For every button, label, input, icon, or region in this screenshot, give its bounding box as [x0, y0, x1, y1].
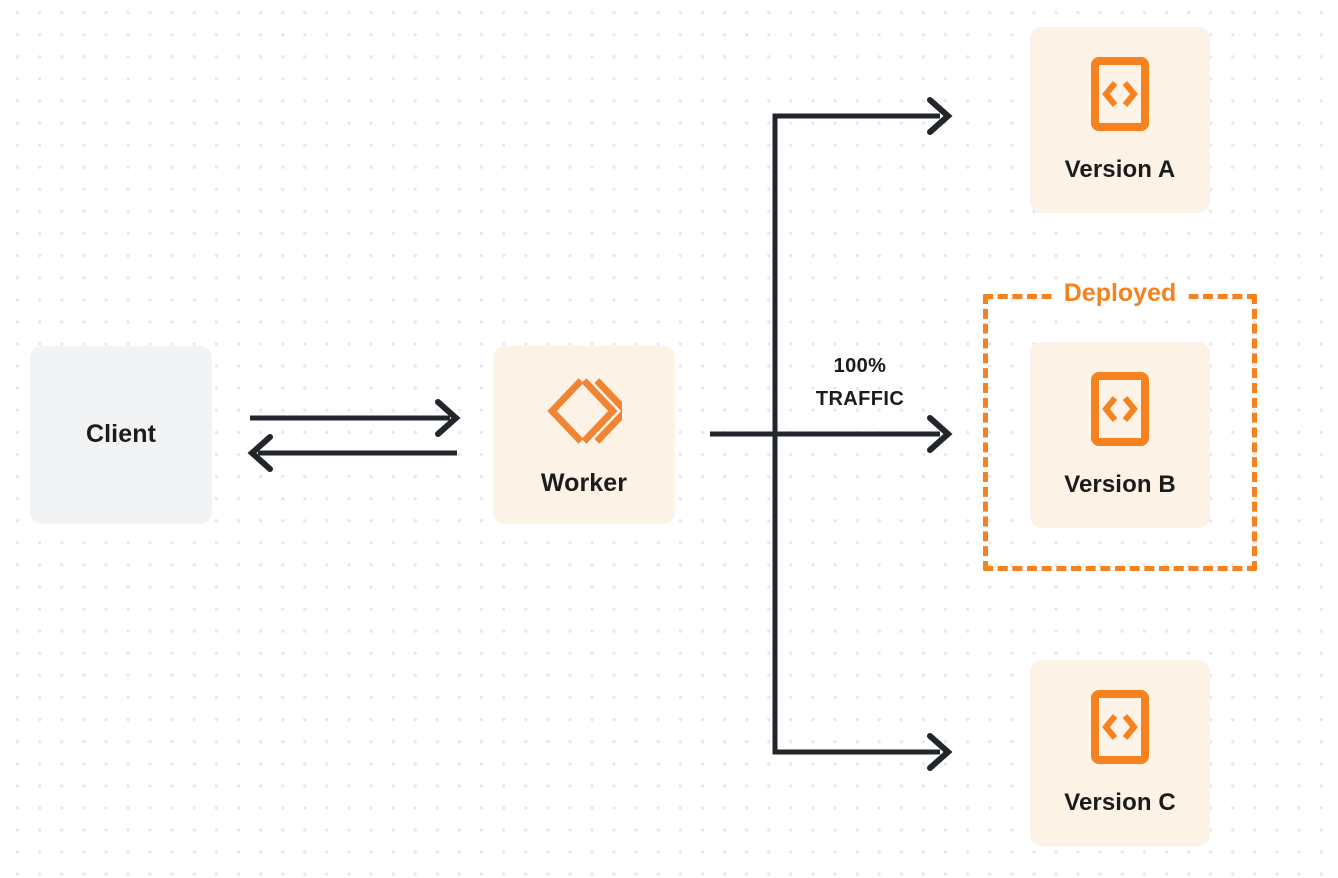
version-a-node[interactable]: Version A [1030, 27, 1210, 213]
worker-label: Worker [540, 468, 628, 497]
version-c-label: Version C [1064, 789, 1176, 817]
code-file-icon [1090, 56, 1150, 137]
code-file-icon [1090, 689, 1150, 770]
arrow-worker-to-client [247, 434, 457, 472]
deployed-group: Deployed [983, 281, 1257, 571]
arrow-to-version-b [710, 415, 953, 453]
traffic-word: TRAFFIC [815, 388, 905, 410]
version-c-node[interactable]: Version C [1030, 660, 1210, 846]
traffic-percent: 100% [833, 355, 887, 377]
deployed-group-label: Deployed [1051, 281, 1189, 306]
arrow-client-to-worker [250, 399, 461, 437]
client-label: Client [85, 420, 157, 449]
version-b-node[interactable]: Version B [1030, 342, 1210, 528]
arrow-to-version-a [773, 97, 953, 135]
arrow-to-version-c [773, 733, 953, 771]
cloudflare-workers-logo-icon [546, 373, 631, 454]
code-file-icon [1090, 371, 1150, 452]
client-node[interactable]: Client [30, 346, 212, 524]
version-a-label: Version A [1064, 156, 1176, 184]
version-b-label: Version B [1064, 471, 1176, 499]
worker-node[interactable]: Worker [493, 346, 675, 524]
traffic-label: 100% TRAFFIC [790, 350, 930, 416]
